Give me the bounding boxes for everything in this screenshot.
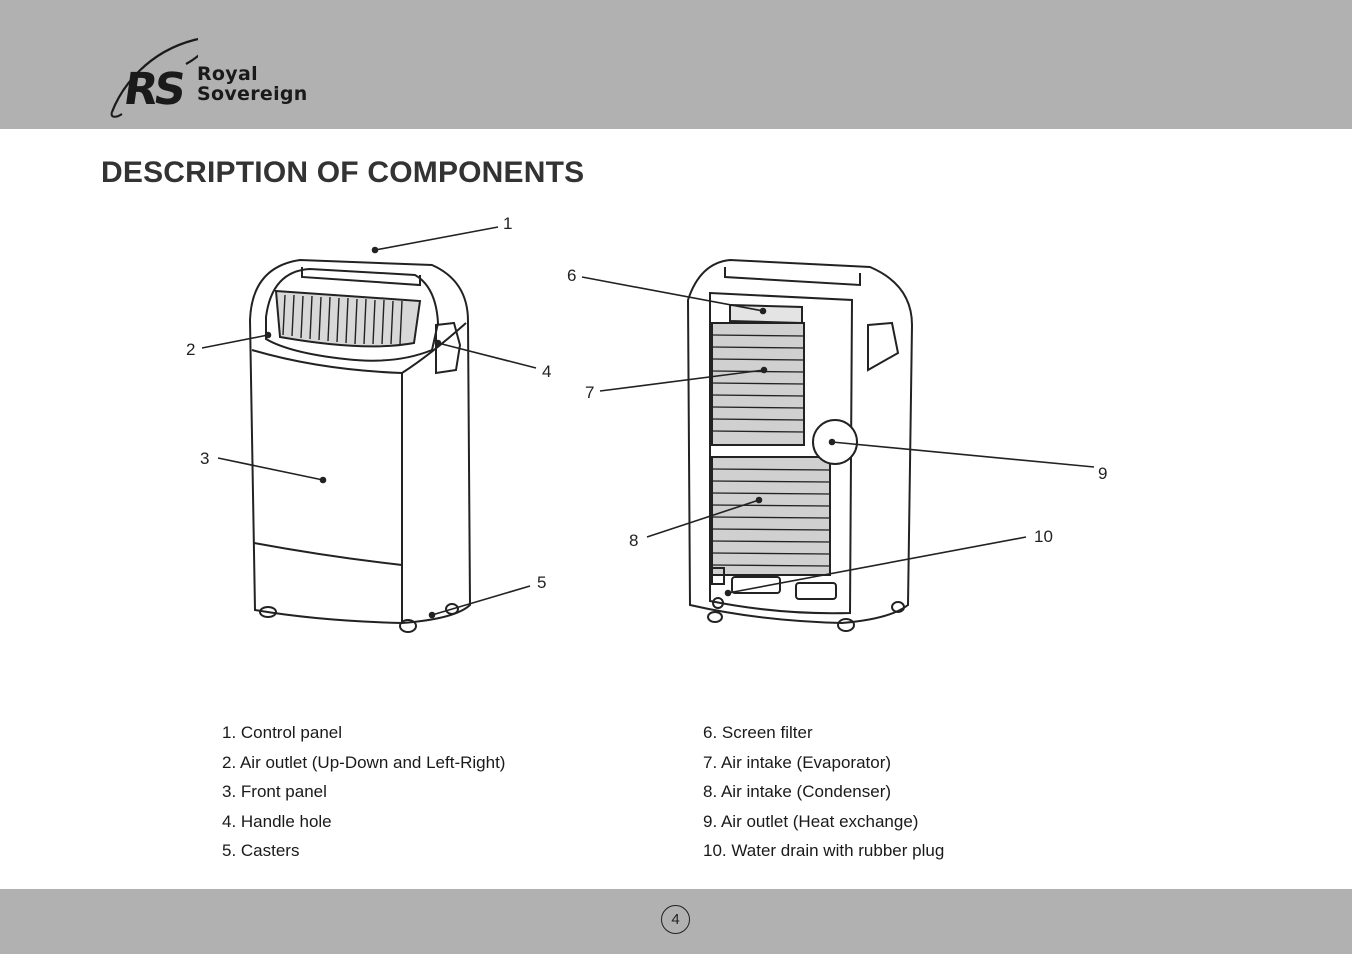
- list-item: 1. Control panel: [222, 723, 343, 742]
- list-item: 6. Screen filter: [703, 723, 813, 742]
- components-diagram: 1 2 3 4 5 6 7 8 9 10: [186, 214, 1107, 633]
- page-number: 4: [661, 905, 690, 934]
- callout-3: 3: [200, 449, 209, 468]
- rs-logo-icon: RS: [110, 38, 198, 118]
- list-item: 2. Air outlet (Up-Down and Left-Right): [222, 752, 506, 772]
- callout-8: 8: [629, 531, 638, 550]
- callout-5: 5: [537, 573, 546, 592]
- front-unit-illustration: [248, 258, 472, 633]
- logo-line-sovereign: Sovereign: [197, 83, 308, 105]
- callout-2: 2: [186, 340, 195, 359]
- logo-line-royal: Royal: [197, 63, 258, 85]
- logo-mark-text: RS: [121, 64, 187, 115]
- list-item: 9. Air outlet (Heat exchange): [703, 811, 919, 831]
- page-title: DESCRIPTION OF COMPONENTS: [101, 156, 585, 189]
- callout-numbers: 1 2 3 4 5 6 7 8 9 10: [186, 214, 1107, 592]
- list-item: 5. Casters: [222, 841, 300, 861]
- list-item: 3. Front panel: [222, 782, 327, 802]
- callout-4: 4: [542, 362, 551, 381]
- callout-10: 10: [1034, 527, 1053, 546]
- list-item: 7. Air intake (Evaporator): [703, 752, 892, 772]
- list-item: 8. Air intake (Condenser): [703, 782, 892, 802]
- callout-9: 9: [1098, 464, 1107, 483]
- components-list-right: 6. Screen filter 7. Air intake (Evaporat…: [703, 718, 944, 866]
- back-unit-illustration: [686, 258, 914, 632]
- list-item: 10. Water drain with rubber plug: [703, 841, 945, 861]
- header-band: RS Royal Sovereign: [0, 0, 1352, 129]
- brand-logo: RS Royal Sovereign: [108, 34, 328, 120]
- callout-6: 6: [567, 266, 576, 285]
- callout-7: 7: [585, 383, 594, 402]
- components-list-left: 1. Control panel 2. Air outlet (Up-Down …: [222, 718, 505, 866]
- callout-leaders: [201, 226, 1095, 619]
- logo-wordmark: Royal Sovereign: [197, 64, 308, 104]
- list-item: 4. Handle hole: [222, 811, 332, 831]
- callout-1: 1: [503, 214, 512, 233]
